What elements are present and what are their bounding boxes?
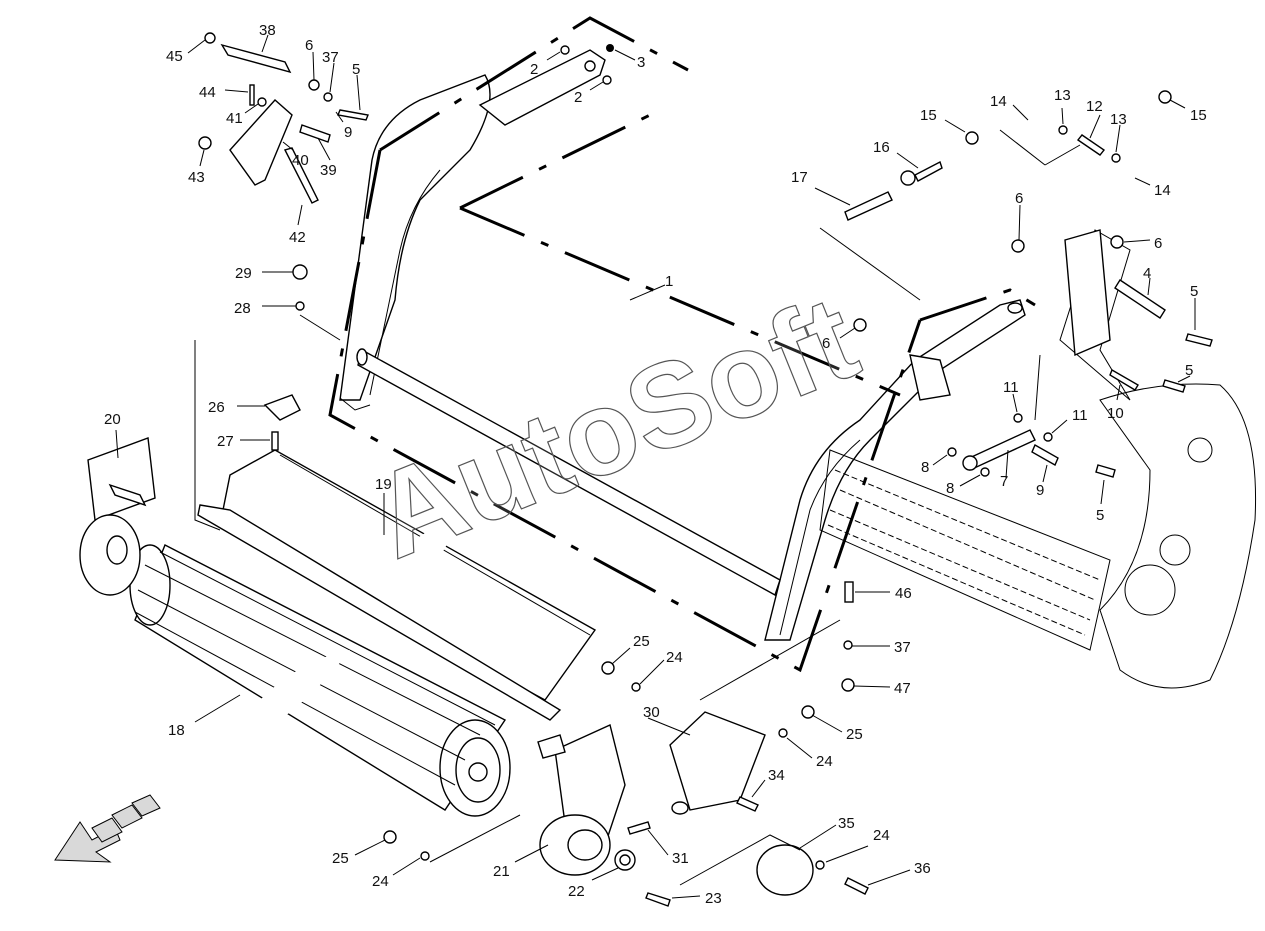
callout-26: 26 — [208, 399, 225, 416]
leader-lines — [115, 34, 1196, 899]
cross-tube — [356, 348, 781, 597]
callout-11: 11 — [1072, 407, 1088, 424]
direction-arrow-icon — [54, 794, 161, 863]
callout-42: 42 — [289, 229, 306, 246]
cover-35 — [756, 844, 814, 896]
callout-12: 12 — [1086, 98, 1103, 115]
callout-14: 14 — [1154, 182, 1171, 199]
callout-5: 5 — [1190, 283, 1198, 300]
callout-17: 17 — [791, 169, 808, 186]
callout-34: 34 — [768, 767, 785, 784]
callout-4: 4 — [1143, 265, 1151, 282]
callout-14: 14 — [990, 93, 1007, 110]
frame-left-arm — [339, 44, 614, 411]
callout-1: 1 — [665, 273, 673, 290]
assembly-outline — [328, 16, 1036, 673]
callout-5: 5 — [1185, 362, 1193, 379]
callout-8: 8 — [921, 459, 929, 476]
hydraulic-cylinder — [947, 413, 1059, 477]
bracket-30 — [669, 711, 766, 815]
spring-assembly — [844, 90, 1172, 391]
callout-20: 20 — [104, 411, 121, 428]
callout-7: 7 — [1000, 473, 1008, 490]
callout-24: 24 — [666, 649, 683, 666]
callout-22: 22 — [568, 883, 585, 900]
callout-45: 45 — [166, 48, 183, 65]
callout-15: 15 — [920, 107, 937, 124]
callout-39: 39 — [320, 162, 337, 179]
callout-25: 25 — [332, 850, 349, 867]
callout-40: 40 — [292, 152, 309, 169]
end-plate-20 — [79, 437, 156, 596]
callout-35: 35 — [838, 815, 855, 832]
callout-10: 10 — [1107, 405, 1124, 422]
callout-6: 6 — [1015, 190, 1023, 207]
callout-36: 36 — [914, 860, 931, 877]
stripper-plate — [197, 449, 597, 721]
callout-24: 24 — [873, 827, 890, 844]
callout-25: 25 — [633, 633, 650, 650]
callout-43: 43 — [188, 169, 205, 186]
callout-13: 13 — [1110, 111, 1127, 128]
callout-16: 16 — [873, 139, 890, 156]
callout-41: 41 — [226, 110, 243, 127]
callout-37: 37 — [894, 639, 911, 656]
callout-27: 27 — [217, 433, 234, 450]
callout-6: 6 — [305, 37, 313, 54]
callout-31: 31 — [672, 850, 689, 867]
callout-24: 24 — [372, 873, 389, 890]
pickup-reel — [819, 229, 1257, 689]
hardware — [263, 45, 1213, 907]
side-plate-21 — [537, 724, 636, 876]
callout-19: 19 — [375, 476, 392, 493]
callout-8: 8 — [946, 480, 954, 497]
callout-29: 29 — [235, 265, 252, 282]
callout-6: 6 — [1154, 235, 1162, 252]
callout-44: 44 — [199, 84, 216, 101]
callout-9: 9 — [344, 124, 352, 141]
callout-13: 13 — [1054, 87, 1071, 104]
callout-3: 3 — [637, 54, 645, 71]
callout-21: 21 — [493, 863, 510, 880]
callout-38: 38 — [259, 22, 276, 39]
callout-23: 23 — [705, 890, 722, 907]
drum-roller — [129, 544, 511, 817]
callout-5: 5 — [352, 61, 360, 78]
callout-28: 28 — [234, 300, 251, 317]
callout-6: 6 — [822, 335, 830, 352]
callout-2: 2 — [530, 61, 538, 78]
callout-11: 11 — [1003, 379, 1019, 396]
frame-right-arm — [764, 299, 1026, 641]
callout-15: 15 — [1190, 107, 1207, 124]
callout-37: 37 — [322, 49, 339, 66]
callout-18: 18 — [168, 722, 185, 739]
callout-30: 30 — [643, 704, 660, 721]
callout-47: 47 — [894, 680, 911, 697]
callout-24: 24 — [816, 753, 833, 770]
callout-labels: 45 38 6 37 5 44 41 9 40 39 43 42 2 3 2 1… — [104, 22, 1207, 907]
lever-assembly — [198, 32, 369, 204]
callout-2: 2 — [574, 89, 582, 106]
callout-9: 9 — [1036, 482, 1044, 499]
callout-46: 46 — [895, 585, 912, 602]
callout-25: 25 — [846, 726, 863, 743]
callout-5: 5 — [1096, 507, 1104, 524]
